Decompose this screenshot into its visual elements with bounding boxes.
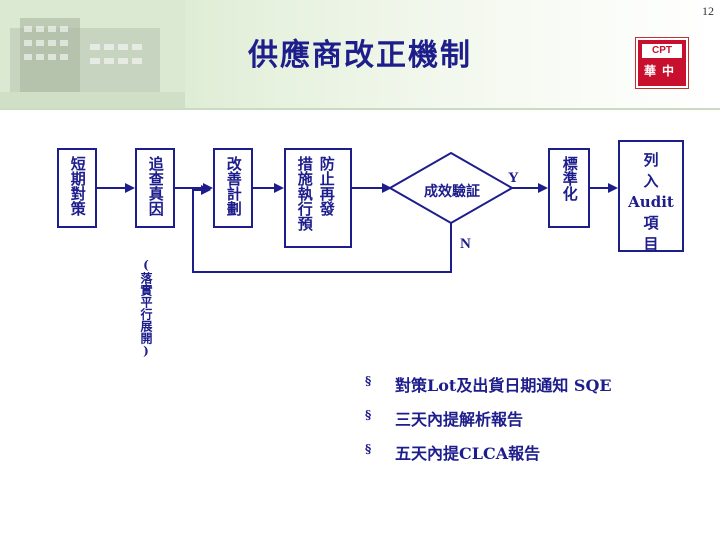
logo-bottom-text: 華中: [643, 64, 680, 78]
step-prevention-measures: 防止再發 措施執行預: [284, 148, 352, 248]
bullet-marker: §: [365, 442, 372, 456]
bullet-text: 三天內提解析報告: [395, 410, 524, 429]
step7-line: 項: [643, 214, 659, 232]
check-label: 成效驗証: [424, 184, 480, 200]
step6-label: 標準化: [560, 156, 579, 201]
step1-label: 短期對策: [68, 156, 87, 216]
bullet-text: 對策Lot及出貨日期通知 SQE: [395, 376, 612, 395]
feedback-loop: [192, 185, 452, 273]
step4-col2: 措施執行預: [295, 156, 314, 231]
step4-col1: 防止再發: [317, 156, 336, 216]
step-root-cause: 追查真因: [135, 148, 175, 228]
bullet-text: 五天內提CLCA報告: [395, 444, 541, 463]
step-improvement-plan: 改善計劃: [213, 148, 253, 228]
step-short-term-action: 短期對策: [57, 148, 97, 228]
step7-line: Audit: [628, 193, 674, 211]
step7-line: 入: [643, 172, 659, 190]
building-photo: [0, 0, 185, 108]
logo-top-text: CPT: [642, 44, 682, 58]
bullet-marker: §: [365, 374, 372, 388]
step7-line: 目: [643, 235, 659, 253]
step7-text: 列 入 Audit 項 目: [620, 150, 682, 255]
step-standardize: 標準化: [548, 148, 590, 228]
slide-title: 供應商改正機制: [248, 38, 472, 73]
step-audit-item: 列 入 Audit 項 目: [618, 140, 684, 255]
step7-line: 列: [643, 151, 659, 169]
side-note: (落實平行展開): [139, 258, 153, 358]
company-logo: CPT 華中: [636, 38, 688, 88]
step2-label: 追查真因: [146, 156, 165, 216]
no-label: N: [460, 236, 471, 252]
page-number: 12: [702, 4, 714, 18]
decision-diamond: [387, 151, 515, 225]
bullet-marker: §: [365, 408, 372, 422]
yes-label: Y: [508, 170, 519, 186]
step3-label: 改善計劃: [224, 156, 243, 216]
